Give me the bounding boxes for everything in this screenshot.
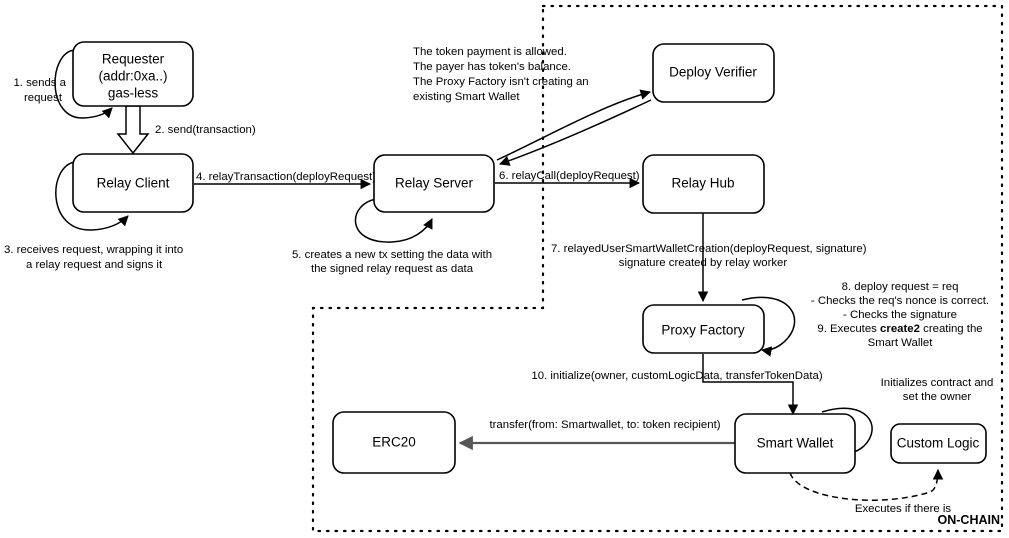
node-relay-server-label: Relay Server: [395, 176, 474, 191]
verifier-note-line4: existing Smart Wallet: [413, 91, 520, 103]
edge-label-step4: 4. relayTransaction(deployRequest): [196, 171, 376, 183]
node-requester-label-1: Requester: [102, 52, 165, 67]
step9-prefix: 9. Executes: [817, 323, 880, 335]
node-proxy-factory-label: Proxy Factory: [661, 323, 745, 338]
node-deploy-verifier-label: Deploy Verifier: [669, 65, 757, 80]
node-requester[interactable]: Requester (addr:0xa..) gas-less: [72, 41, 194, 107]
on-chain-label: ON-CHAIN: [938, 513, 1001, 527]
edge-relay-server-to-deploy-verifier: [496, 89, 652, 161]
edge-label-step7-line2: signature created by relay worker: [619, 257, 788, 269]
edge-label-step8-line1: 8. deploy request = req: [842, 281, 959, 293]
node-smart-wallet-box[interactable]: [734, 413, 856, 474]
edge-label-transfer: transfer(from: Smartwallet, to: token re…: [489, 419, 720, 431]
node-smart-wallet-label: Smart Wallet: [757, 436, 834, 451]
edge-label-step3-line2: a relay request and signs it: [26, 259, 163, 271]
node-custom-logic[interactable]: Custom Logic: [890, 423, 987, 464]
edge-label-step7-line1: 7. relayedUserSmartWalletCreation(deploy…: [551, 243, 867, 255]
edge-relay-server-self: [354, 198, 433, 243]
step9-bold: create2: [880, 323, 920, 335]
verifier-note-line3: The Proxy Factory isn't creating an: [413, 76, 589, 88]
verifier-note-line2: The payer has token's balance.: [413, 61, 571, 73]
node-erc20-box[interactable]: [332, 411, 456, 474]
node-relay-server[interactable]: Relay Server: [373, 154, 495, 213]
edge-label-step6: 6. relayCall(deployRequest): [499, 170, 640, 182]
edge-label-step10: 10. initialize(owner, customLogicData, t…: [531, 370, 822, 382]
executes-note: Executes if there is: [855, 503, 952, 515]
edge-label-step9-line: 9. Executes create2 creating the: [817, 323, 982, 335]
node-relay-hub-box[interactable]: [642, 154, 765, 214]
node-relay-server-box[interactable]: [373, 154, 495, 213]
node-relay-client-box[interactable]: [72, 153, 194, 213]
node-deploy-verifier[interactable]: Deploy Verifier: [652, 43, 775, 103]
node-relay-hub[interactable]: Relay Hub: [642, 154, 765, 214]
edge-relay-client-self: [55, 161, 129, 231]
node-relay-hub-label: Relay Hub: [671, 176, 734, 191]
edge-label-step1-line2: request: [24, 92, 63, 104]
node-smart-wallet[interactable]: Smart Wallet: [734, 413, 856, 474]
edge-proxy-factory-to-smart-wallet: [702, 354, 799, 416]
node-proxy-factory[interactable]: Proxy Factory: [642, 304, 765, 354]
node-requester-box[interactable]: [72, 41, 194, 107]
node-custom-logic-label: Custom Logic: [897, 436, 980, 451]
edge-label-step5-line2: the signed relay request as data: [311, 263, 474, 275]
step9-suffix: creating the: [920, 323, 983, 335]
initializes-note-line2: set the owner: [903, 391, 972, 403]
edge-label-step8-line2: - Checks the req's nonce is correct.: [811, 295, 989, 307]
node-requester-label-3: gas-less: [108, 86, 159, 101]
node-relay-client[interactable]: Relay Client: [72, 153, 194, 213]
edge-requester-self: [54, 49, 113, 119]
edge-smart-wallet-to-custom-logic: [789, 468, 944, 501]
edge-label-step3-line1: 3. receives request, wrapping it into: [4, 244, 183, 256]
node-deploy-verifier-box[interactable]: [652, 43, 775, 103]
on-chain-boundary: [311, 4, 1004, 533]
edge-proxy-factory-self: [741, 296, 796, 357]
edge-label-step1-line1: 1. sends a: [13, 77, 66, 89]
node-erc20[interactable]: ERC20: [332, 411, 456, 474]
edge-label-step8-line3: - Checks the signature: [843, 309, 957, 321]
node-proxy-factory-box[interactable]: [642, 304, 765, 354]
edge-label-step5-line1: 5. creates a new tx setting the data wit…: [292, 249, 492, 261]
node-erc20-label: ERC20: [372, 435, 416, 450]
node-relay-client-label: Relay Client: [97, 176, 170, 191]
node-custom-logic-box[interactable]: [890, 423, 987, 464]
edge-deploy-verifier-to-relay-server: [499, 99, 652, 166]
edge-label-step2: 2. send(transaction): [155, 124, 256, 136]
node-requester-label-2: (addr:0xa..): [98, 69, 167, 84]
edge-label-step9-line2: Smart Wallet: [868, 337, 934, 349]
verifier-note-line1: The token payment is allowed.: [413, 46, 567, 58]
initializes-note-line1: Initializes contract and: [881, 377, 994, 389]
edge-requester-to-relay-client: [116, 105, 150, 155]
